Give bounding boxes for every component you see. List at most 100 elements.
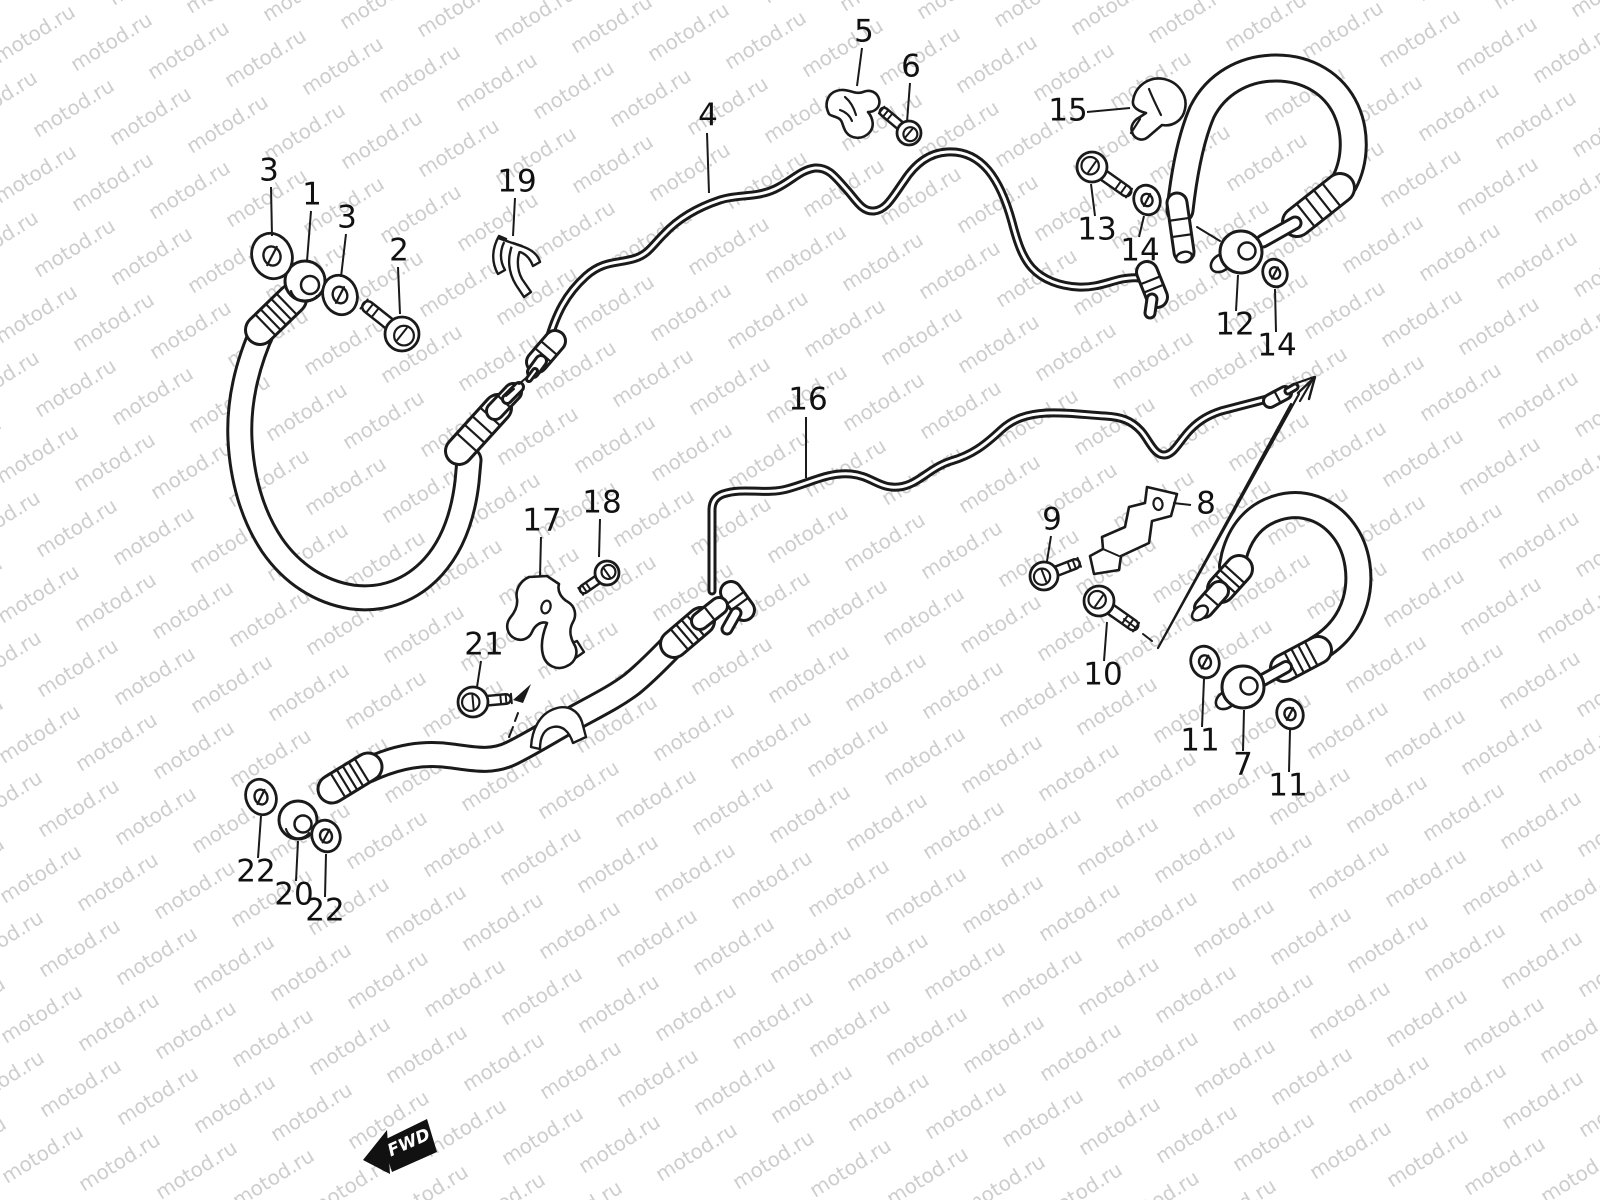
watermark-text: motod.ru — [1188, 893, 1279, 962]
callout-22a: 22 — [236, 815, 276, 890]
callout-label-4: 4 — [698, 98, 718, 134]
watermark-text: motod.ru — [1493, 505, 1584, 574]
callout-11a: 11 — [1180, 678, 1220, 759]
bolt-2 — [359, 298, 421, 353]
callout-21: 21 — [464, 627, 504, 688]
watermark-text: motod.ru — [418, 813, 509, 882]
watermark-text: motod.ru — [1381, 983, 1472, 1052]
watermark-text: motod.ru — [1418, 777, 1509, 846]
watermark-text: motod.ru — [413, 113, 504, 182]
watermark-text: motod.ru — [340, 665, 431, 734]
washer-11b — [1275, 697, 1305, 731]
watermark-text: motod.ru — [573, 969, 664, 1038]
watermark-text: motod.ru — [263, 657, 354, 726]
watermark-text: motod.ru — [688, 911, 779, 980]
dashed-line-bolt10 — [1123, 618, 1153, 642]
watermark-text: motod.ru — [414, 253, 505, 322]
watermark-text: motod.ru — [574, 1109, 665, 1178]
watermark-text: motod.ru — [1379, 703, 1470, 772]
watermark-text: motod.ru — [105, 81, 196, 150]
watermark-text: motod.ru — [1226, 827, 1317, 896]
watermark-text: motod.ru — [528, 55, 619, 124]
watermark-text: motod.ru — [572, 829, 663, 898]
watermark-text: motod.ru — [29, 213, 120, 282]
watermark-text: motod.ru — [35, 1053, 126, 1122]
watermark-text: motod.ru — [959, 1149, 1050, 1200]
callout-label-13: 13 — [1077, 212, 1116, 248]
watermark-text: motod.ru — [151, 1135, 242, 1200]
watermark-text: motod.ru — [143, 15, 234, 84]
watermark-text: motod.ru — [1337, 209, 1428, 278]
watermark-text: motod.ru — [799, 293, 890, 362]
fwd-arrow-body — [382, 1119, 437, 1172]
watermark-text: motod.ru — [605, 63, 696, 132]
bolt-21 — [456, 685, 513, 719]
callout-label-18: 18 — [582, 485, 621, 521]
watermark-text: motod.ru — [955, 589, 1046, 658]
watermark-text: motod.ru — [763, 639, 854, 708]
watermark-text: motod.ru — [412, 0, 503, 42]
watermark-text: motod.ru — [181, 0, 272, 18]
assembly-arrows — [505, 226, 1317, 738]
watermark-text: motod.ru — [1190, 1173, 1281, 1200]
hose-7-drawing — [1190, 491, 1373, 711]
watermark-text: motod.ru — [1459, 1131, 1550, 1200]
watermark-text: motod.ru — [459, 1167, 550, 1200]
watermark-text: motod.ru — [32, 633, 123, 702]
watermark-text: motod.ru — [917, 655, 1008, 724]
washer-22a — [244, 777, 278, 817]
watermark-text: motod.ru — [69, 427, 160, 496]
watermark-text: motod.ru — [1380, 843, 1471, 912]
watermark-text: motod.ru — [1143, 0, 1234, 48]
small-assembly-arrow — [513, 684, 531, 703]
watermark-text: motod.ru — [189, 1069, 280, 1138]
callout-3b: 3 — [337, 200, 357, 278]
callout-20: 20 — [274, 840, 314, 913]
watermark-text: motod.ru — [838, 367, 929, 436]
watermark-text: motod.ru — [107, 361, 198, 430]
watermark-text: motod.ru — [529, 195, 620, 264]
watermark-text: motod.ru — [1342, 909, 1433, 978]
watermark-text: motod.ru — [1228, 1107, 1319, 1176]
watermark-text: motod.ru — [380, 879, 471, 948]
watermark-text: motod.ru — [304, 1011, 395, 1080]
callout-label-19: 19 — [497, 164, 536, 200]
watermark-text: motod.ru — [266, 1077, 357, 1146]
watermark-text: motod.ru — [842, 927, 933, 996]
watermark-text: motod.ru — [880, 861, 971, 930]
dashed-line-bolt21 — [508, 712, 519, 738]
watermark-text: motod.ru — [1377, 423, 1468, 492]
watermark-text: motod.ru — [843, 1067, 934, 1136]
watermark-text: motod.ru — [651, 1117, 742, 1186]
watermark-text: motod.ru — [300, 451, 391, 520]
callout-22b: 22 — [305, 853, 345, 929]
bolt-18 — [577, 559, 621, 596]
watermark-text: motod.ru — [1299, 275, 1390, 344]
watermark-text: motod.ru — [1297, 0, 1388, 64]
watermark-text: motod.ru — [800, 433, 891, 502]
watermark-text: motod.ru — [1494, 645, 1585, 714]
watermark-text: motod.ru — [839, 507, 930, 576]
callout-16: 16 — [788, 382, 828, 478]
callout-15: 15 — [1048, 93, 1131, 129]
watermark-text: motod.ru — [1413, 77, 1504, 146]
bolt-13 — [1075, 150, 1134, 199]
tapered-assembly-arrow — [1156, 392, 1301, 650]
watermark-text: motod.ru — [31, 493, 122, 562]
watermark-text: motod.ru — [1034, 877, 1125, 946]
watermark-text: motod.ru — [956, 729, 1047, 798]
watermark-text: motod.ru — [1035, 1017, 1126, 1086]
watermark-text: motod.ru — [727, 985, 818, 1054]
watermark-text: motod.ru — [764, 779, 855, 848]
watermark-text: motod.ru — [803, 853, 894, 922]
watermark-text: motod.ru — [104, 0, 195, 10]
washer-14a — [1132, 183, 1162, 217]
watermark-text: motod.ru — [1341, 769, 1432, 838]
watermark-text: motod.ru — [1343, 1049, 1434, 1118]
watermark-text: motod.ru — [1412, 0, 1503, 6]
watermark-text: motod.ru — [30, 353, 121, 422]
watermark-text: motod.ru — [645, 277, 736, 346]
watermark-text: motod.ru — [1382, 1123, 1473, 1192]
